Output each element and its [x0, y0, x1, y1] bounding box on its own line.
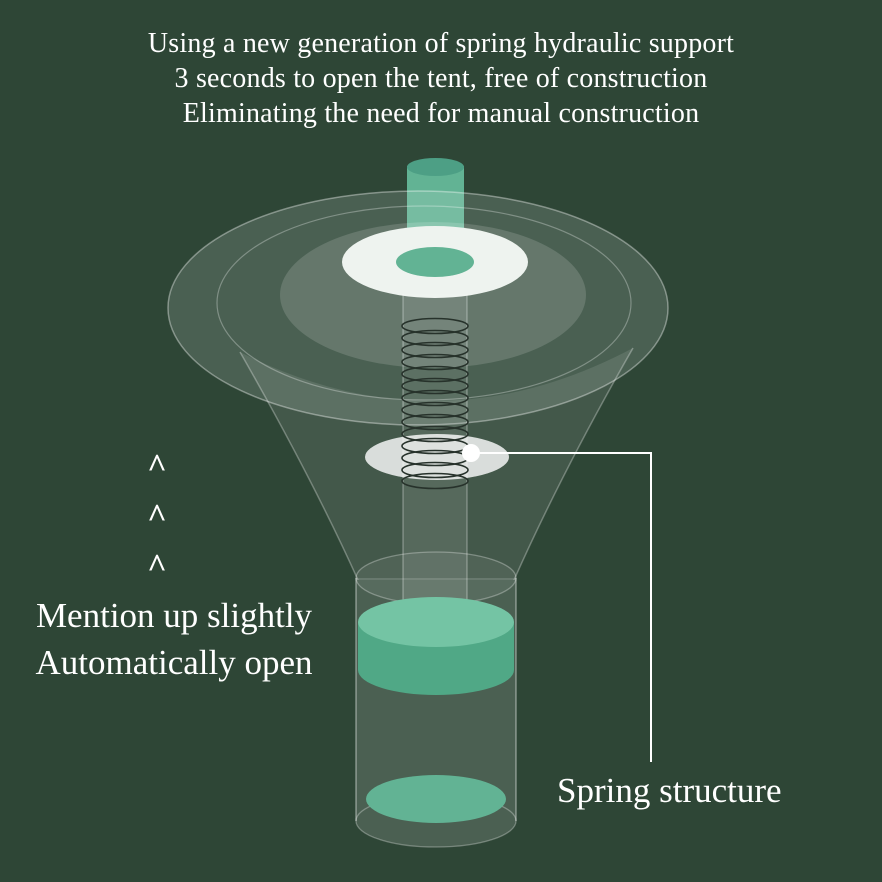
left-annotation-line-2: Automatically open [35, 643, 313, 682]
spring-pointer-dot [462, 444, 480, 462]
cone-right-edge [513, 347, 634, 581]
spring-coil [401, 317, 469, 490]
spring-structure-label: Spring structure [557, 771, 782, 810]
top-disc-inner-outline [216, 205, 632, 401]
spring-leader-line [478, 452, 652, 762]
left-annotation: Mention up slightly Automatically open [0, 592, 348, 686]
top-ring-hole [396, 247, 474, 277]
top-disc-outline [167, 190, 669, 426]
top-disc-fill [168, 191, 668, 425]
header-line-3: Eliminating the need for manual construc… [182, 98, 700, 129]
center-pole-cap [407, 158, 464, 176]
cone-left-edge [239, 351, 359, 581]
up-chevron-icon: ^ [147, 548, 167, 585]
bottom-disc [366, 775, 506, 823]
header-line-2: 3 seconds to open the tent, free of cons… [174, 63, 708, 94]
up-chevron-icon: ^ [147, 498, 167, 535]
header: Using a new generation of spring hydraul… [0, 26, 882, 131]
left-annotation-line-1: Mention up slightly [35, 596, 313, 635]
up-chevron-icon: ^ [147, 448, 167, 485]
header-line-1: Using a new generation of spring hydraul… [147, 28, 735, 59]
green-band-top [358, 597, 514, 647]
